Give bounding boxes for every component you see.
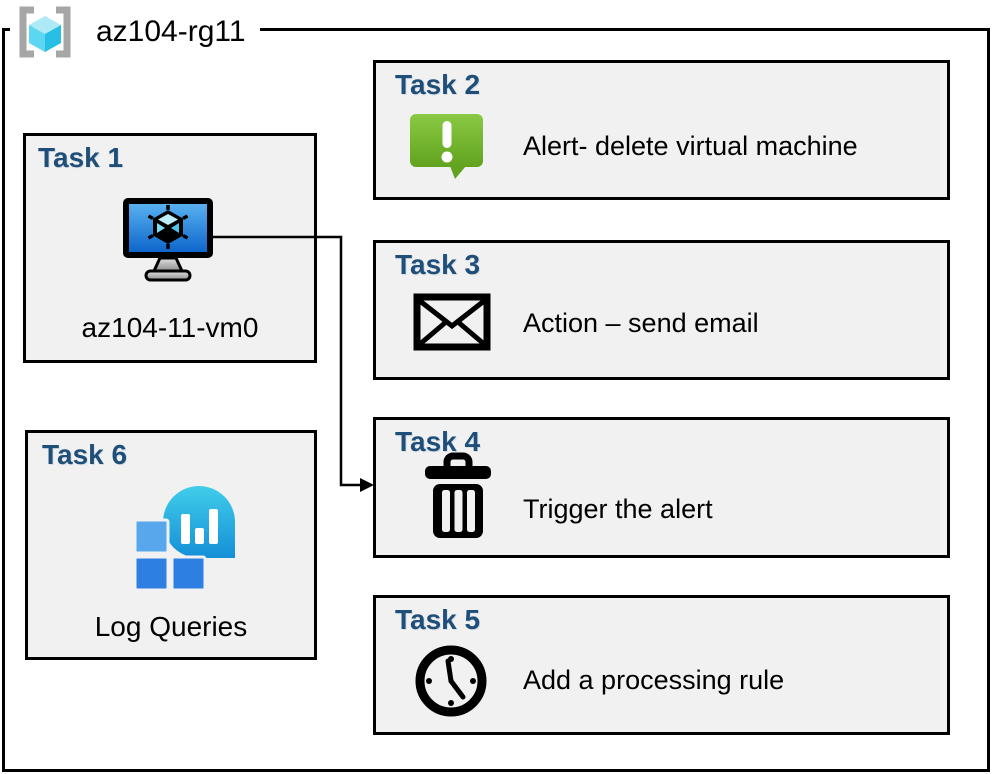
task4-box: Task 4 Trigger the alert	[373, 417, 950, 558]
task2-label: Alert- delete virtual machine	[523, 131, 858, 161]
trash-icon	[425, 452, 491, 538]
resource-group-legend: az104-rg11	[10, 4, 260, 60]
task6-header: Task 6	[42, 439, 128, 470]
task2-header: Task 2	[395, 69, 481, 100]
task5-label: Add a processing rule	[523, 665, 785, 695]
clock-icon	[415, 645, 487, 717]
task1-box: Task 1 az104-11-vm0	[23, 133, 317, 363]
alert-icon	[410, 114, 483, 179]
task5-header: Task 5	[395, 604, 481, 635]
task3-header: Task 3	[395, 249, 481, 280]
task3-box: Task 3 Action – send email	[373, 240, 950, 380]
task4-label: Trigger the alert	[523, 494, 713, 524]
virtual-machine-icon	[123, 198, 213, 282]
resource-group-title: az104-rg11	[96, 15, 246, 48]
task3-label: Action – send email	[523, 308, 759, 338]
log-queries-icon	[133, 486, 235, 592]
task1-label: az104-11-vm0	[81, 312, 259, 343]
task5-box: Task 5 Add a processing rule	[373, 595, 950, 735]
task2-box: Task 2 Alert- delete virtual machine	[373, 60, 950, 200]
task1-header: Task 1	[38, 142, 124, 173]
task6-box: Task 6 Log Queries	[25, 430, 317, 660]
resource-group-icon	[19, 6, 71, 58]
task6-label: Log Queries	[94, 611, 248, 642]
email-icon	[413, 293, 491, 351]
task4-header: Task 4	[395, 426, 481, 457]
